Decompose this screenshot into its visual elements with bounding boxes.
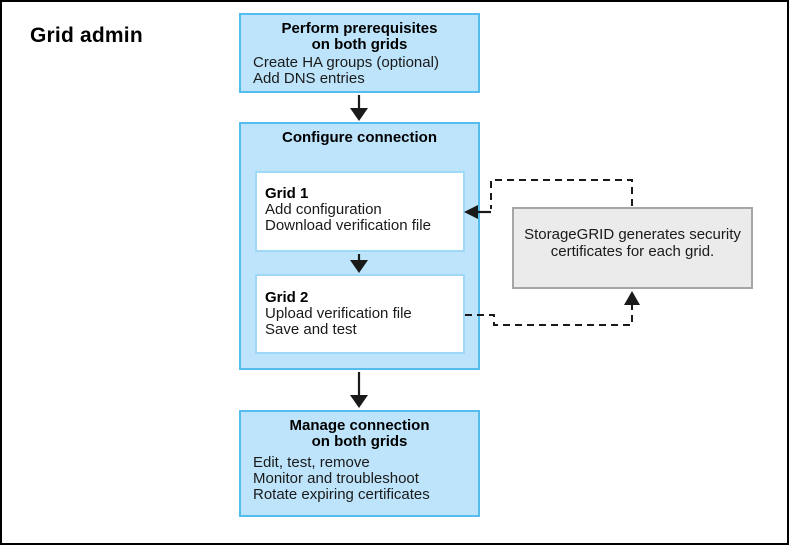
grid2-box: Grid 2 Upload verification file Save and… [255, 274, 465, 354]
list-item: Save and test [265, 321, 357, 338]
manage-connection-box: Manage connection on both grids Edit, te… [239, 410, 480, 517]
list-item: Download verification file [265, 217, 431, 234]
grid1-box: Grid 1 Add configuration Download verifi… [255, 171, 465, 252]
list-item: Monitor and troubleshoot [253, 470, 419, 487]
callout-line2: certificates for each grid. [550, 243, 715, 260]
dashed-connector-grid2-to-callout [465, 291, 640, 326]
list-item: Add configuration [265, 201, 382, 218]
prerequisites-title-line2: on both grids [311, 36, 408, 53]
prerequisites-box: Perform prerequisites on both grids Crea… [239, 13, 480, 93]
list-item: Edit, test, remove [253, 454, 370, 471]
prerequisites-task-list: Create HA groups (optional) Add DNS entr… [241, 55, 478, 87]
arrow-down-icon [350, 372, 368, 408]
list-item: Rotate expiring certificates [253, 486, 430, 503]
configure-connection-title: Configure connection [282, 129, 437, 146]
arrow-down-icon [350, 95, 368, 121]
prerequisites-title: Perform prerequisites on both grids [241, 21, 478, 53]
storagegrid-callout-box: StorageGRID generates security certifica… [512, 207, 753, 289]
list-item: Add DNS entries [253, 70, 365, 87]
storagegrid-callout-text: StorageGRID generates security certifica… [514, 209, 751, 260]
prerequisites-title-line1: Perform prerequisites [281, 20, 438, 37]
manage-title-line1: Manage connection [289, 417, 430, 434]
callout-line1: StorageGRID generates security [524, 226, 741, 243]
grid1-title: Grid 1 [265, 185, 309, 202]
grid2-title: Grid 2 [265, 289, 309, 306]
arrow-up-icon [624, 291, 640, 305]
list-item: Upload verification file [265, 305, 412, 322]
manage-connection-title: Manage connection on both grids [241, 418, 478, 450]
grid1-content: Grid 1 Add configuration Download verifi… [257, 173, 463, 234]
grid2-content: Grid 2 Upload verification file Save and… [257, 276, 463, 338]
manage-task-list: Edit, test, remove Monitor and troublesh… [241, 455, 478, 503]
page-title: Grid admin [30, 24, 143, 47]
list-item: Create HA groups (optional) [253, 54, 439, 71]
manage-title-line2: on both grids [311, 433, 408, 450]
